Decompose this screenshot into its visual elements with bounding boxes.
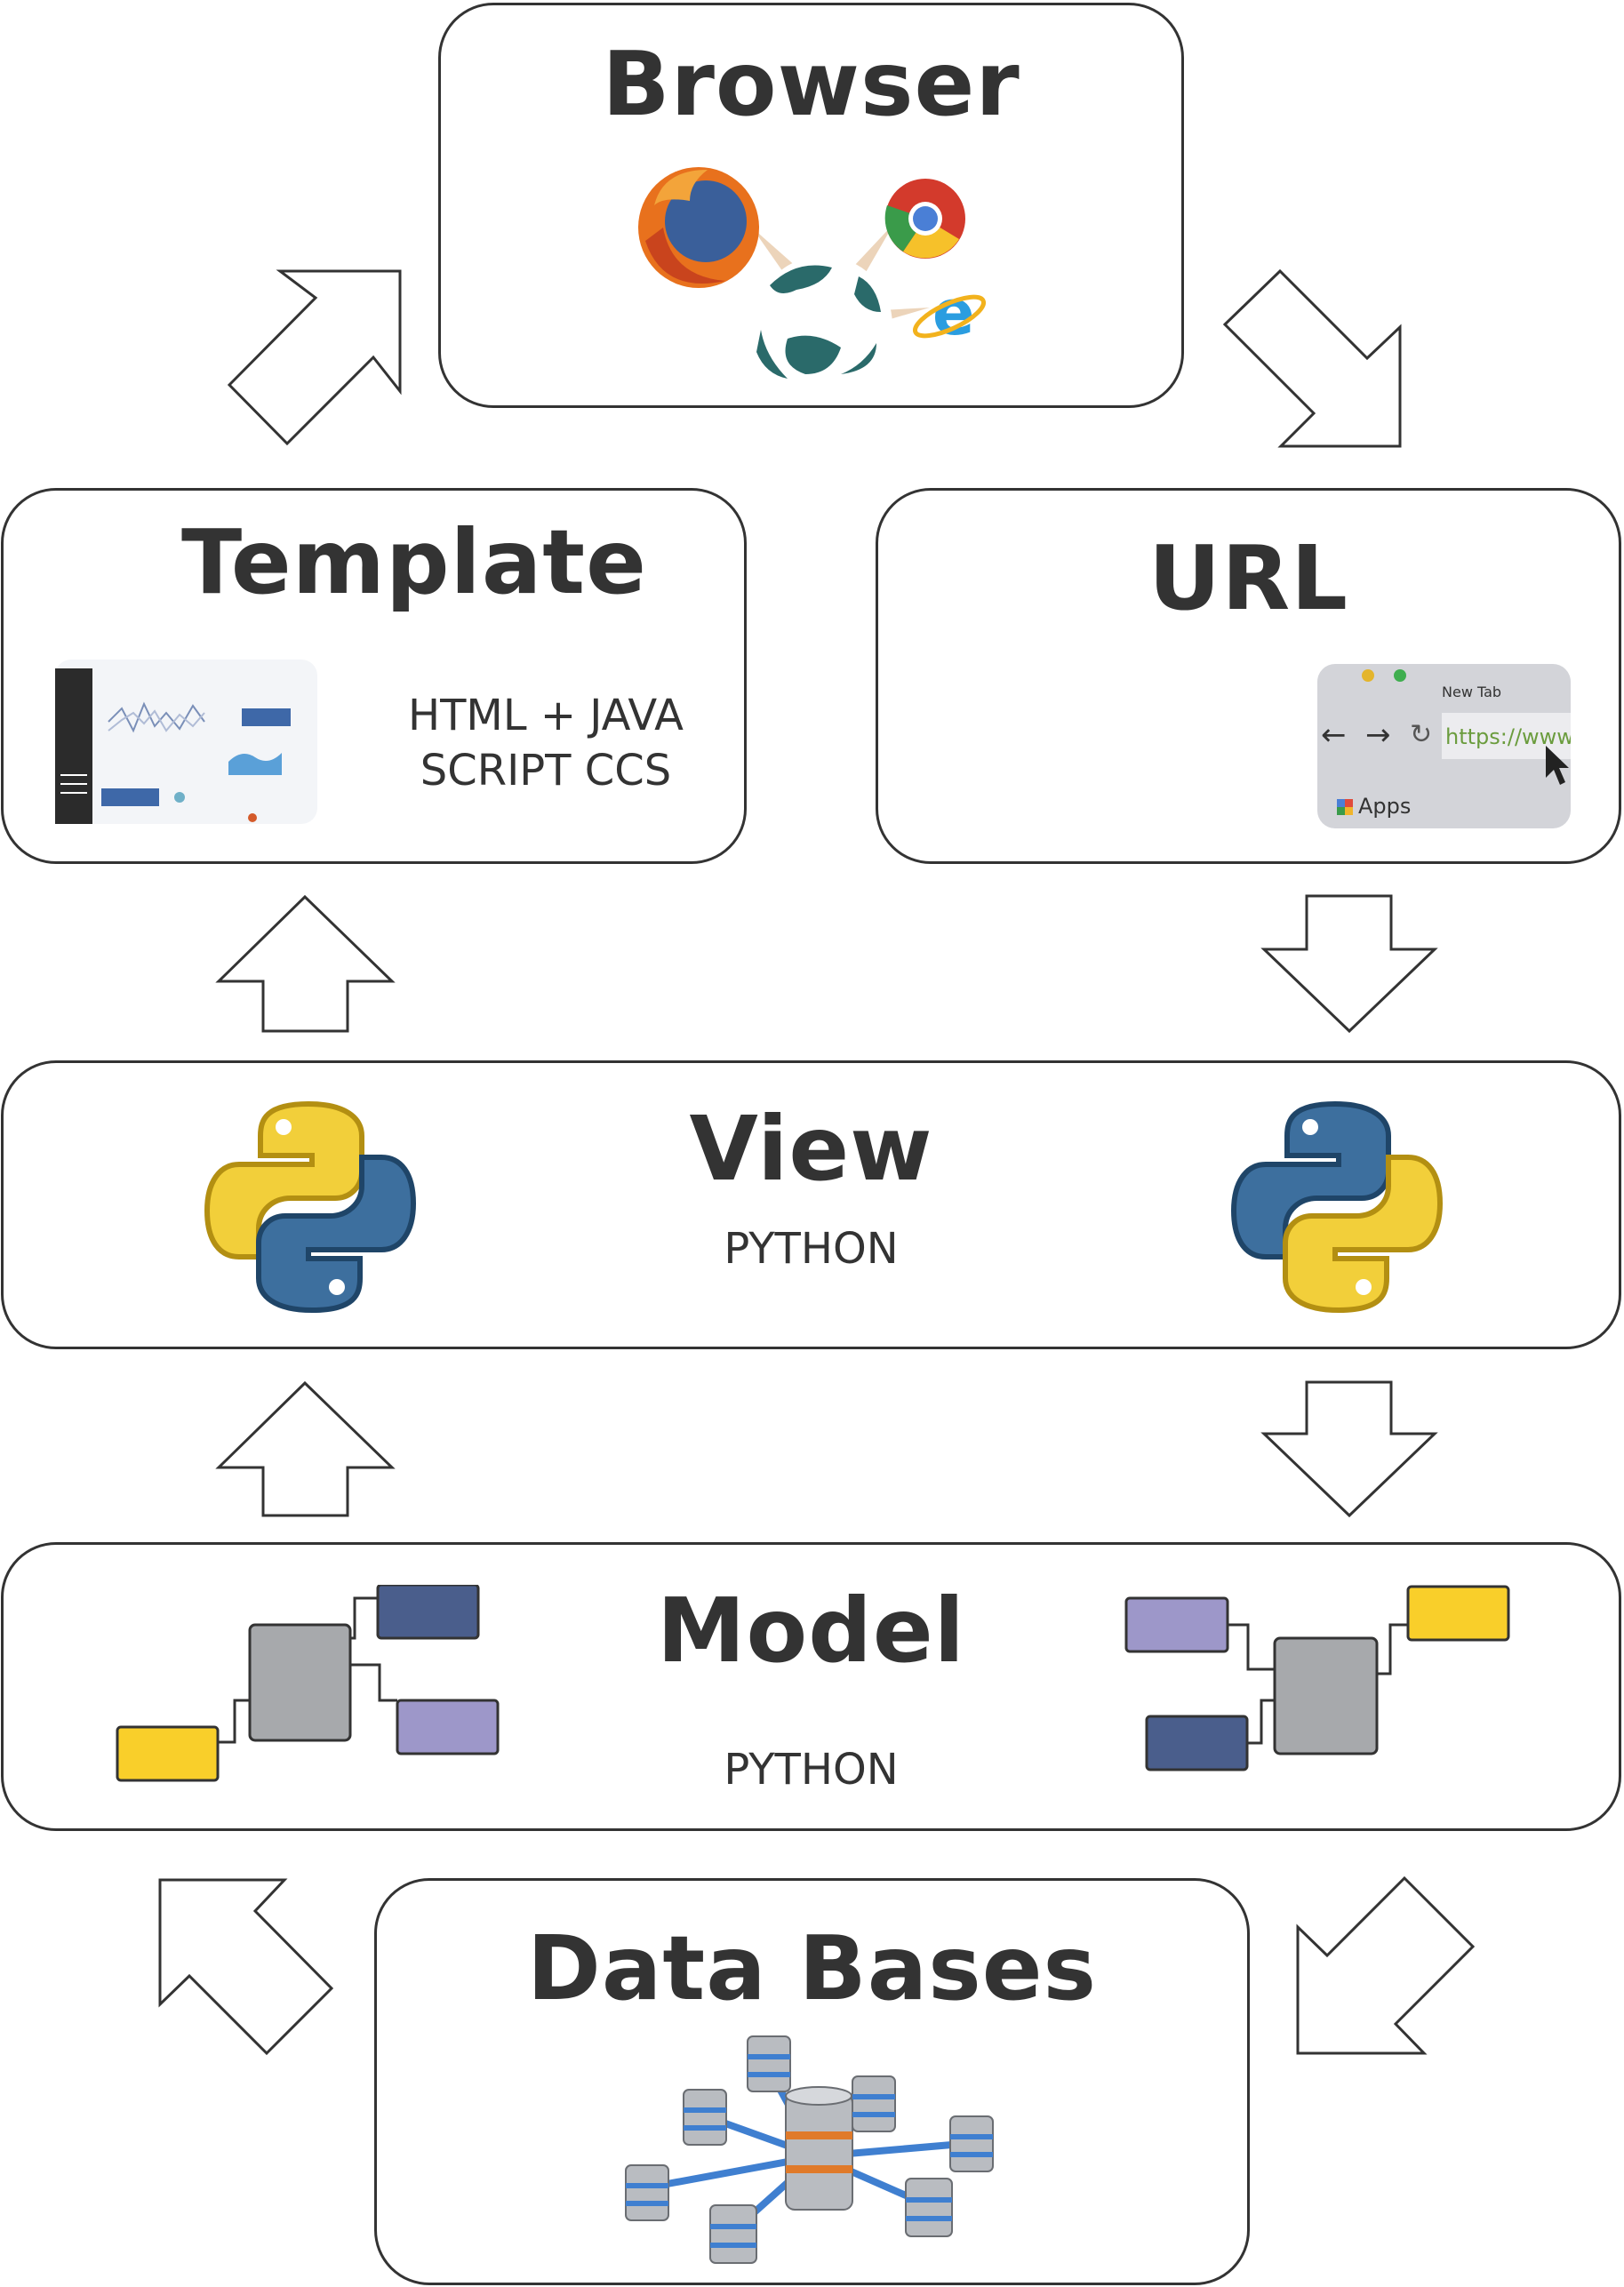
arrow-model-to-view xyxy=(215,1380,396,1517)
arrow-template-to-browser xyxy=(227,269,402,446)
arrow-url-to-view xyxy=(1260,894,1438,1034)
database-server-icon xyxy=(785,2086,853,2211)
browser-node: Browser e xyxy=(438,3,1184,408)
apps-icon xyxy=(1337,799,1353,815)
model-block-navy xyxy=(376,1585,480,1640)
model-schema-right-illustration xyxy=(1124,1585,1510,1771)
url-node: URL New Tab ← → ↻ https://www. Apps xyxy=(876,488,1621,864)
arrow-browser-to-url xyxy=(1222,268,1402,448)
back-arrow-icon: ← xyxy=(1321,717,1347,753)
globe-icon xyxy=(754,256,892,392)
model-block-gray xyxy=(1273,1636,1379,1755)
model-language: PYTHON xyxy=(724,1745,899,1795)
svg-text:e: e xyxy=(932,276,974,349)
database-network-illustration xyxy=(625,2035,994,2264)
database-server-icon xyxy=(949,2115,994,2172)
databases-title: Data Bases xyxy=(526,1916,1098,2020)
arrow-model-to-databases xyxy=(1296,1875,1476,2055)
model-block-gray xyxy=(248,1623,352,1742)
view-language: PYTHON xyxy=(724,1224,899,1274)
browser-title: Browser xyxy=(602,32,1020,136)
internet-explorer-icon: e xyxy=(912,276,987,349)
model-block-navy xyxy=(1145,1715,1249,1771)
chrome-icon xyxy=(884,179,965,259)
model-title: Model xyxy=(657,1579,965,1683)
address-text: https://www. xyxy=(1445,724,1571,749)
template-tech-line1: HTML + JAVA xyxy=(408,691,684,740)
python-logo-icon xyxy=(204,1100,417,1314)
databases-node: Data Bases xyxy=(374,1878,1250,2285)
forward-arrow-icon: → xyxy=(1365,717,1391,753)
dashboard-screenshot-illustration xyxy=(55,660,317,824)
arrow-view-to-model xyxy=(1260,1380,1438,1518)
model-schema-left-illustration xyxy=(116,1585,500,1782)
view-node: View PYTHON xyxy=(1,1060,1621,1349)
database-server-icon xyxy=(747,2035,791,2092)
template-title: Template xyxy=(181,510,647,614)
apps-label: Apps xyxy=(1358,794,1412,819)
template-tech-line2: SCRIPT CCS xyxy=(420,746,672,796)
view-title: View xyxy=(689,1097,933,1201)
browser-tab: New Tab xyxy=(1442,684,1502,700)
database-server-icon xyxy=(683,2089,727,2146)
arrow-databases-to-model xyxy=(158,1878,334,2056)
browser-address-bar-illustration: New Tab ← → ↻ https://www. Apps xyxy=(1317,664,1571,828)
database-server-icon xyxy=(625,2164,669,2221)
model-block-yellow xyxy=(116,1725,220,1782)
model-node: Model PYTHON xyxy=(1,1542,1621,1831)
url-title: URL xyxy=(1148,526,1348,630)
python-logo-icon xyxy=(1230,1100,1444,1314)
reload-icon: ↻ xyxy=(1410,719,1433,750)
browser-logos-illustration: e xyxy=(638,167,987,392)
firefox-icon xyxy=(638,167,759,288)
model-block-lavender xyxy=(396,1699,500,1755)
model-block-yellow xyxy=(1406,1585,1510,1642)
database-server-icon xyxy=(709,2204,757,2264)
template-node: Template HTML + JAVA SCRIPT CCS xyxy=(1,488,747,864)
database-server-icon xyxy=(905,2178,953,2237)
arrow-view-to-template xyxy=(215,894,396,1033)
model-block-lavender xyxy=(1124,1596,1229,1653)
mouse-cursor-icon xyxy=(1546,746,1569,785)
database-server-icon xyxy=(852,2075,896,2132)
